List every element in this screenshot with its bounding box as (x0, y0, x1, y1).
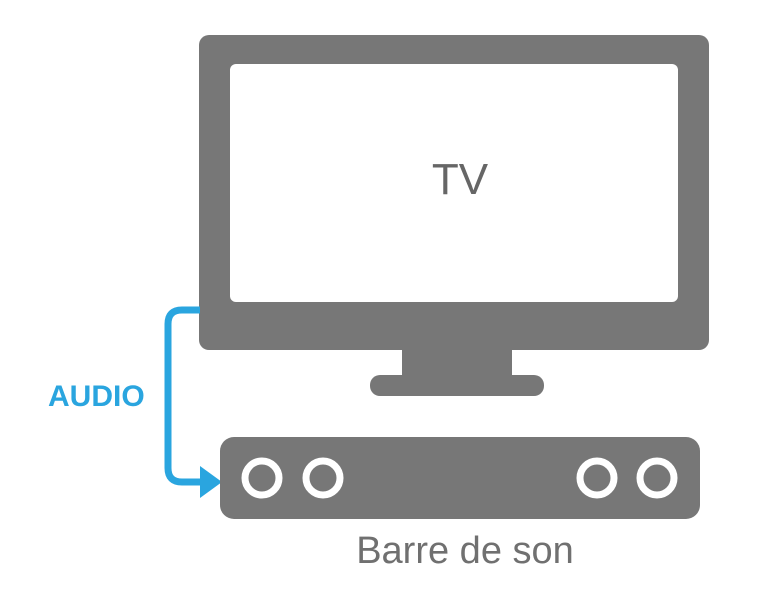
tv-label: TV (431, 155, 489, 204)
tv-screen (230, 64, 678, 302)
tv-stand-neck (402, 345, 512, 379)
audio-arrow-head (200, 466, 222, 498)
audio-label: AUDIO (48, 380, 145, 413)
speaker-left-1 (241, 457, 283, 499)
audio-connection-line (164, 306, 205, 486)
soundbar-body (220, 437, 700, 519)
speaker-right-2 (636, 457, 678, 499)
speaker-right-1 (576, 457, 618, 499)
speaker-left-2 (302, 457, 344, 499)
soundbar-label: Barre de son (356, 530, 574, 572)
tv-stand-base (370, 375, 544, 396)
